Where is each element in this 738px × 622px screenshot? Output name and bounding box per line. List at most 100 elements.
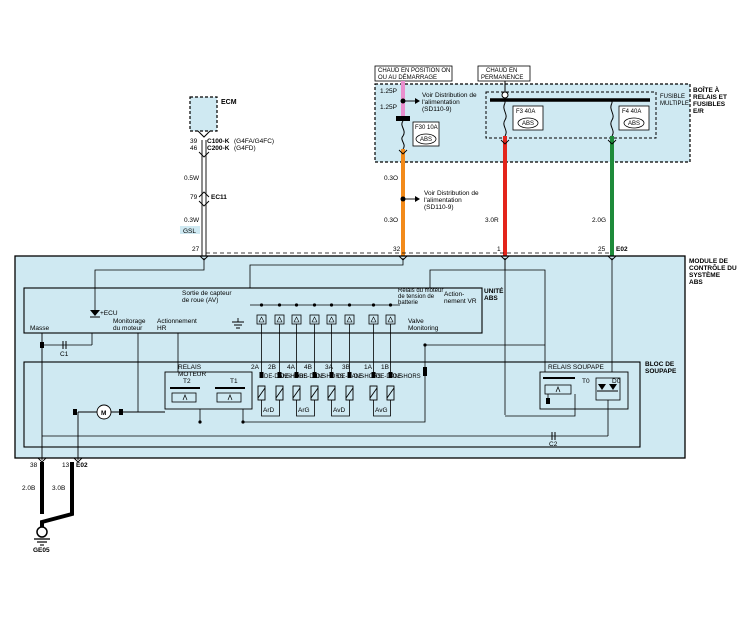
gsl-tag xyxy=(180,226,200,234)
orange-wire-label-2: 0.3O xyxy=(384,217,398,224)
group-ArD: ArD xyxy=(263,407,275,414)
fuse-box-title-3: FUSIBLES xyxy=(693,101,726,108)
multifuse-box xyxy=(485,91,657,139)
valve-relay: RELAIS SOUPAPE T0 D0 xyxy=(505,364,629,436)
valve-id-4B: 4B xyxy=(304,364,312,371)
ecm-conn2-code: C200-K xyxy=(207,145,230,152)
abs-title-3: SYSTÈME xyxy=(689,270,721,279)
ecm-block: ECM 39 46 C100-K (G4FA/G4FC) C200-K (G4F… xyxy=(180,96,274,258)
green-conn: E02 xyxy=(616,246,628,253)
motor-relay-box xyxy=(164,371,253,410)
ecm-pin-46: 46 xyxy=(190,145,198,152)
ref-1-line2: l'alimentation xyxy=(422,99,460,106)
solenoid-valves: 2A 2B 4A 4B 3A 3B 1A 1B DE-DANS DE-HORS … xyxy=(243,324,545,423)
fuse-relay-box: BOÎTE À RELAIS ET FUSIBLES E/R CHAUD EN … xyxy=(374,65,727,163)
group-AvG: AvG xyxy=(375,407,388,414)
valve-block-title-1: BLOC DE xyxy=(645,361,675,368)
orange-pin: 32 xyxy=(393,246,401,253)
valve-2B-out: DE-HORS xyxy=(280,374,308,380)
c1-label: C1 xyxy=(60,351,69,358)
valve-relay-box xyxy=(539,371,629,410)
t2-label: T2 xyxy=(183,378,191,385)
ref-2-line1: Voir Distribution de xyxy=(424,190,479,197)
valve-id-2B: 2B xyxy=(268,364,276,371)
ground-terminal-icon xyxy=(36,526,48,538)
d0-diode-2 xyxy=(609,384,617,390)
ground-wire-2 xyxy=(40,462,74,528)
wheel-sensor-line1: Sortie de capteur xyxy=(182,290,232,297)
green-pin: 25 xyxy=(598,246,606,253)
hr-act-line1: Actionnement xyxy=(157,318,197,325)
ecm-splice-pin: 79 xyxy=(190,194,198,201)
t2-coil xyxy=(171,392,197,403)
ecu-diode-icon xyxy=(90,310,100,316)
ecm-wire-2: 0.3W xyxy=(184,217,200,224)
group-AvD: AvD xyxy=(333,407,345,414)
motor-relay-line1: RELAIS xyxy=(178,364,202,371)
valve-id-3B: 3B xyxy=(342,364,350,371)
vr-act-line2: nement VR xyxy=(444,298,477,305)
ecm-title: ECM xyxy=(221,99,237,106)
fuse-box-title-4: E/R xyxy=(693,108,704,115)
ground-conn: E02 xyxy=(76,462,88,469)
group-ArG: ArG xyxy=(298,407,310,414)
ecm-splice-name: EC11 xyxy=(211,194,227,201)
relay-batt-line2: de tension de xyxy=(398,294,435,300)
ground-wire-2-label: 3.0B xyxy=(52,485,65,492)
ecm-pin-39: 39 xyxy=(190,138,198,145)
abs-unit-title-1: UNITÉ xyxy=(484,286,504,295)
valve-id-3A: 3A xyxy=(325,364,334,371)
valve-mon-line2: Monitoring xyxy=(408,325,439,332)
hot-ign-box xyxy=(374,65,453,82)
ground-wire-1-label: 2.0B xyxy=(22,485,35,492)
valve-block-title-2: SOUPAPE xyxy=(645,368,677,375)
valve-id-1B: 1B xyxy=(381,364,389,371)
ecm-wire-1: 0.5W xyxy=(184,175,200,182)
hr-act-line2: HR xyxy=(157,325,167,332)
d0-diode-1 xyxy=(598,384,606,390)
perm-hot-terminal xyxy=(501,91,509,99)
ecm-conn1-variant: (G4FA/G4FC) xyxy=(234,138,274,145)
ground-pin-38: 38 xyxy=(30,462,38,469)
hot-ign-label-1: CHAUD EN POSITION ON xyxy=(378,68,450,74)
pink-wire-label-2: 1.25P xyxy=(380,104,397,111)
wheel-sensor-line2: de roue (AV) xyxy=(182,297,218,304)
f4-fuse-element xyxy=(610,102,614,137)
fuse-box-title-1: BOÎTE À xyxy=(693,85,720,94)
abs-unit-title-2: ABS xyxy=(484,295,498,302)
f3-label: F3 40A xyxy=(516,109,535,115)
multifuse-label-1: FUSIBLE xyxy=(660,94,685,100)
abs-module-panel xyxy=(14,255,686,459)
f30-fuse-holder xyxy=(396,116,410,121)
f4-abs-icon-label: ABS xyxy=(628,121,640,127)
pink-wire-label-1: 1.25P xyxy=(380,88,397,95)
ecm-box xyxy=(189,96,218,132)
hot-perm-label-2: PERMANENCE xyxy=(481,75,523,81)
multifuse-label-2: MULTIPLE xyxy=(660,101,689,107)
d0-label: D0 xyxy=(612,378,621,385)
valve-id-4A: 4A xyxy=(287,364,296,371)
ecu-label: +ECU xyxy=(100,310,118,317)
motor-mon-line2: du moteur xyxy=(113,325,143,332)
ecm-conn1-code: C100-K xyxy=(207,138,230,145)
t1-label: T1 xyxy=(230,378,238,385)
abs-title-2: CONTRÔLE DU xyxy=(689,263,737,272)
motor-relay-line2: MOTEUR xyxy=(178,371,206,378)
gsl-label: GSL xyxy=(183,228,196,235)
f4-abs-icon xyxy=(623,117,645,129)
red-wire-label: 3.0R xyxy=(485,217,499,224)
relay-batt-line1: Relais du moteur xyxy=(398,288,443,294)
c2-label: C2 xyxy=(549,441,558,448)
t1-coil xyxy=(216,392,242,403)
green-wire-label: 2.0G xyxy=(592,217,606,224)
ground-section: 38 13 E02 2.0B 3.0B GE05 xyxy=(22,457,88,554)
abs-module: MODULE DE CONTRÔLE DU SYSTÈME ABS UNITÉ … xyxy=(14,255,737,460)
t0-coil xyxy=(544,384,572,395)
ref-2-line3: (SD110-9) xyxy=(424,204,454,211)
red-pin: 1 xyxy=(497,246,501,253)
ref-1-line1: Voir Distribution de xyxy=(422,92,477,99)
vr-act-line1: Action- xyxy=(444,291,464,298)
fuse-box-title-2: RELAIS ET xyxy=(693,94,727,101)
abs-title-4: ABS xyxy=(689,279,703,286)
